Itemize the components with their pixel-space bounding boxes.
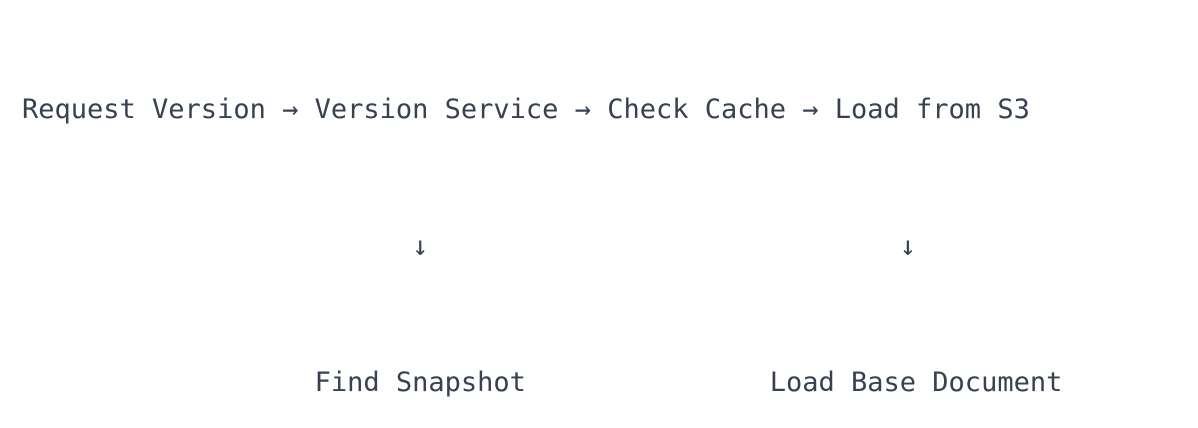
down-arrows-row-1: ↓ ↓ (22, 230, 917, 262)
main-pipeline-row: Request Version → Version Service → Chec… (22, 94, 1030, 125)
step-row-find-snapshot-load-base-document: Find Snapshot Load Base Document (22, 367, 1063, 398)
ascii-flow-diagram: Request Version → Version Service → Chec… (22, 0, 1062, 428)
